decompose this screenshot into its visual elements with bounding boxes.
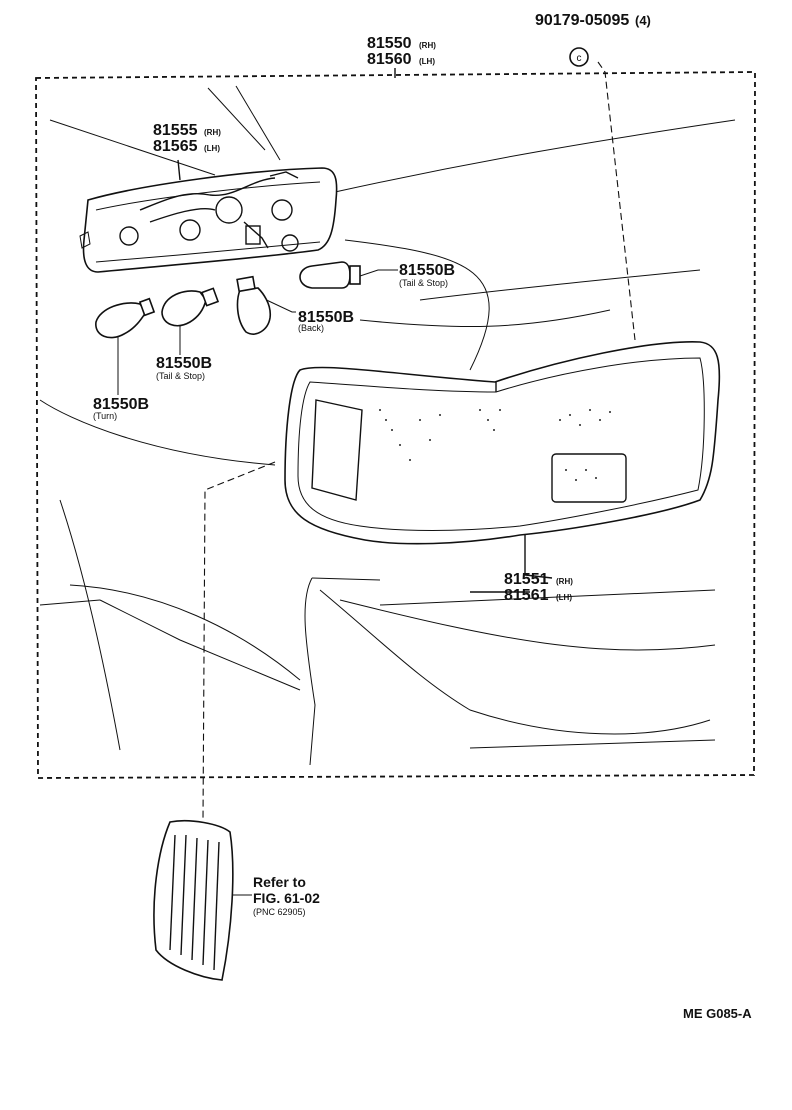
lens-tag-lh: (LH)	[556, 593, 572, 602]
nut-icon: c	[569, 47, 589, 67]
rear-lamp-lens	[284, 341, 721, 545]
bulb-tail-stop-left-number: 81550B	[156, 355, 212, 372]
bulb-tail-stop-right-number: 81550B	[399, 262, 455, 279]
reference-note: Refer to FIG. 61-02 (PNC 62905)	[253, 874, 320, 917]
socket-tag-lh: (LH)	[204, 144, 220, 153]
bulb-back	[236, 275, 272, 335]
label-bulb-tail-stop-left: 81550B (Tail & Stop)	[156, 355, 212, 381]
bulb-turn-note: (Turn)	[93, 411, 117, 421]
assembly-tag-lh: (LH)	[419, 57, 435, 66]
nut-qty: (4)	[635, 13, 651, 28]
bulb-tail-stop-left	[161, 287, 220, 327]
assembly-tag-rh: (RH)	[419, 41, 436, 50]
reference-line3: (PNC 62905)	[253, 907, 306, 917]
label-assembly: 81550 (RH) 81560 (LH)	[367, 35, 436, 68]
leader-lines	[117, 61, 636, 896]
label-nut: 90179-05095 (4)	[535, 12, 651, 29]
bulb-back-number: 81550B	[298, 309, 354, 326]
car-body-lines	[39, 85, 736, 766]
assembly-boundary	[35, 71, 756, 779]
assembly-number-rh: 81550	[367, 35, 412, 52]
reflector-part	[153, 819, 234, 981]
lens-number-lh: 81561	[504, 587, 549, 604]
nut-number: 90179-05095	[535, 12, 629, 29]
figure-code-text: ME G085-A	[683, 1006, 752, 1021]
socket-number-lh: 81565	[153, 138, 198, 155]
bulb-tail-stop-right-note: (Tail & Stop)	[399, 278, 448, 288]
reference-line1: Refer to	[253, 874, 306, 890]
reference-line2: FIG. 61-02	[253, 890, 320, 906]
label-socket: 81555 (RH) 81565 (LH)	[153, 122, 221, 155]
bulb-turn	[95, 297, 156, 339]
label-bulb-turn: 81550B (Turn)	[93, 396, 149, 421]
socket-number-rh: 81555	[153, 122, 198, 139]
figure-code: ME G085-A	[683, 1006, 752, 1021]
socket-tag-rh: (RH)	[204, 128, 221, 137]
lens-number-rh: 81551	[504, 571, 549, 588]
lens-tag-rh: (RH)	[556, 577, 573, 586]
bulb-back-note: (Back)	[298, 323, 324, 333]
label-bulb-back: 81550B (Back)	[298, 309, 354, 333]
label-lens: 81551 (RH) 81561 (LH)	[504, 571, 573, 604]
lens-stipple	[379, 409, 611, 481]
svg-text:c: c	[577, 53, 582, 64]
bulb-tail-stop-left-note: (Tail & Stop)	[156, 371, 205, 381]
bulb-socket-harness	[79, 167, 338, 273]
bulb-tail-stop-right	[299, 261, 361, 289]
assembly-number-lh: 81560	[367, 51, 412, 68]
label-bulb-tail-stop-right: 81550B (Tail & Stop)	[399, 262, 455, 288]
bulb-turn-number: 81550B	[93, 396, 149, 413]
